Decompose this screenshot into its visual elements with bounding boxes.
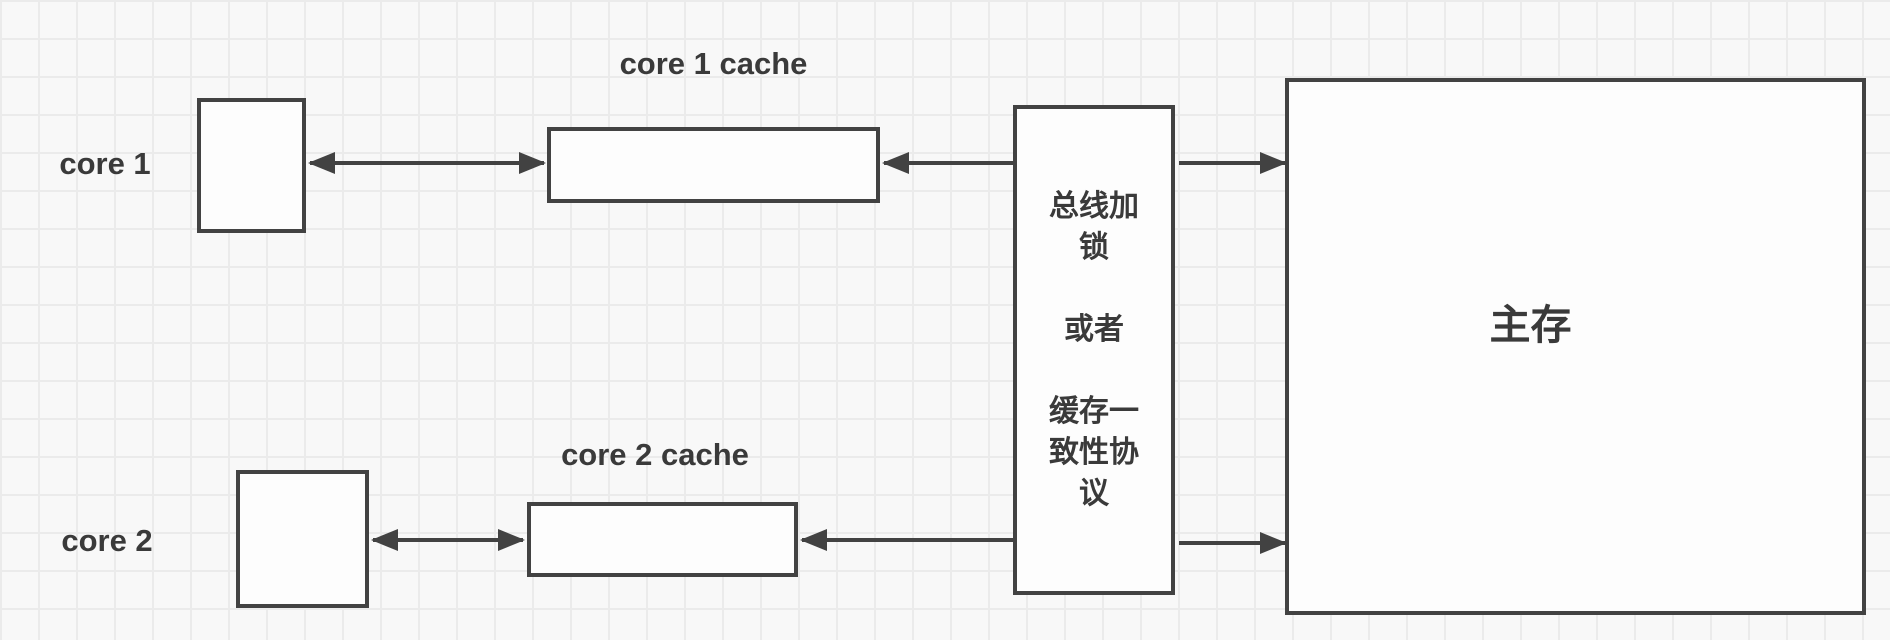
arrow-shaft	[884, 161, 1013, 165]
cache1-title: core 1 cache	[619, 46, 808, 81]
arrow-core2-cache2	[371, 529, 525, 551]
arrow-shaft	[310, 161, 544, 165]
arrow-shaft	[1179, 541, 1285, 545]
core2-label: core 2	[61, 523, 153, 558]
cache2-box	[527, 502, 798, 577]
main-memory-box: 主存	[1285, 78, 1866, 615]
arrow-bus-cache2	[800, 529, 1015, 551]
bus-lock-box: 总线加锁 或者 缓存一致性协议	[1013, 105, 1175, 595]
arrowhead-right-icon	[1260, 532, 1287, 554]
arrow-core1-cache1	[308, 152, 546, 174]
cache1-box	[547, 127, 880, 203]
arrowhead-left-icon	[308, 152, 335, 174]
core1-box	[197, 98, 306, 233]
arrowhead-right-icon	[1260, 152, 1287, 174]
arrowhead-right-icon	[519, 152, 546, 174]
main-memory-label: 主存	[1489, 301, 1572, 348]
arrow-shaft	[373, 538, 523, 542]
bus-lock-text: 总线加锁 或者 缓存一致性协议	[1049, 190, 1139, 510]
arrow-bus-memory-bottom	[1177, 532, 1287, 554]
arrowhead-left-icon	[882, 152, 909, 174]
cache2-title: core 2 cache	[561, 437, 749, 472]
core2-box	[236, 470, 369, 608]
arrow-shaft	[1179, 161, 1285, 165]
arrowhead-left-icon	[800, 529, 827, 551]
arrow-bus-memory-top	[1177, 152, 1287, 174]
arrow-shaft	[802, 538, 1013, 542]
arrowhead-left-icon	[371, 529, 398, 551]
core1-label: core 1	[59, 146, 151, 181]
arrow-bus-cache1	[882, 152, 1015, 174]
arrowhead-right-icon	[498, 529, 525, 551]
